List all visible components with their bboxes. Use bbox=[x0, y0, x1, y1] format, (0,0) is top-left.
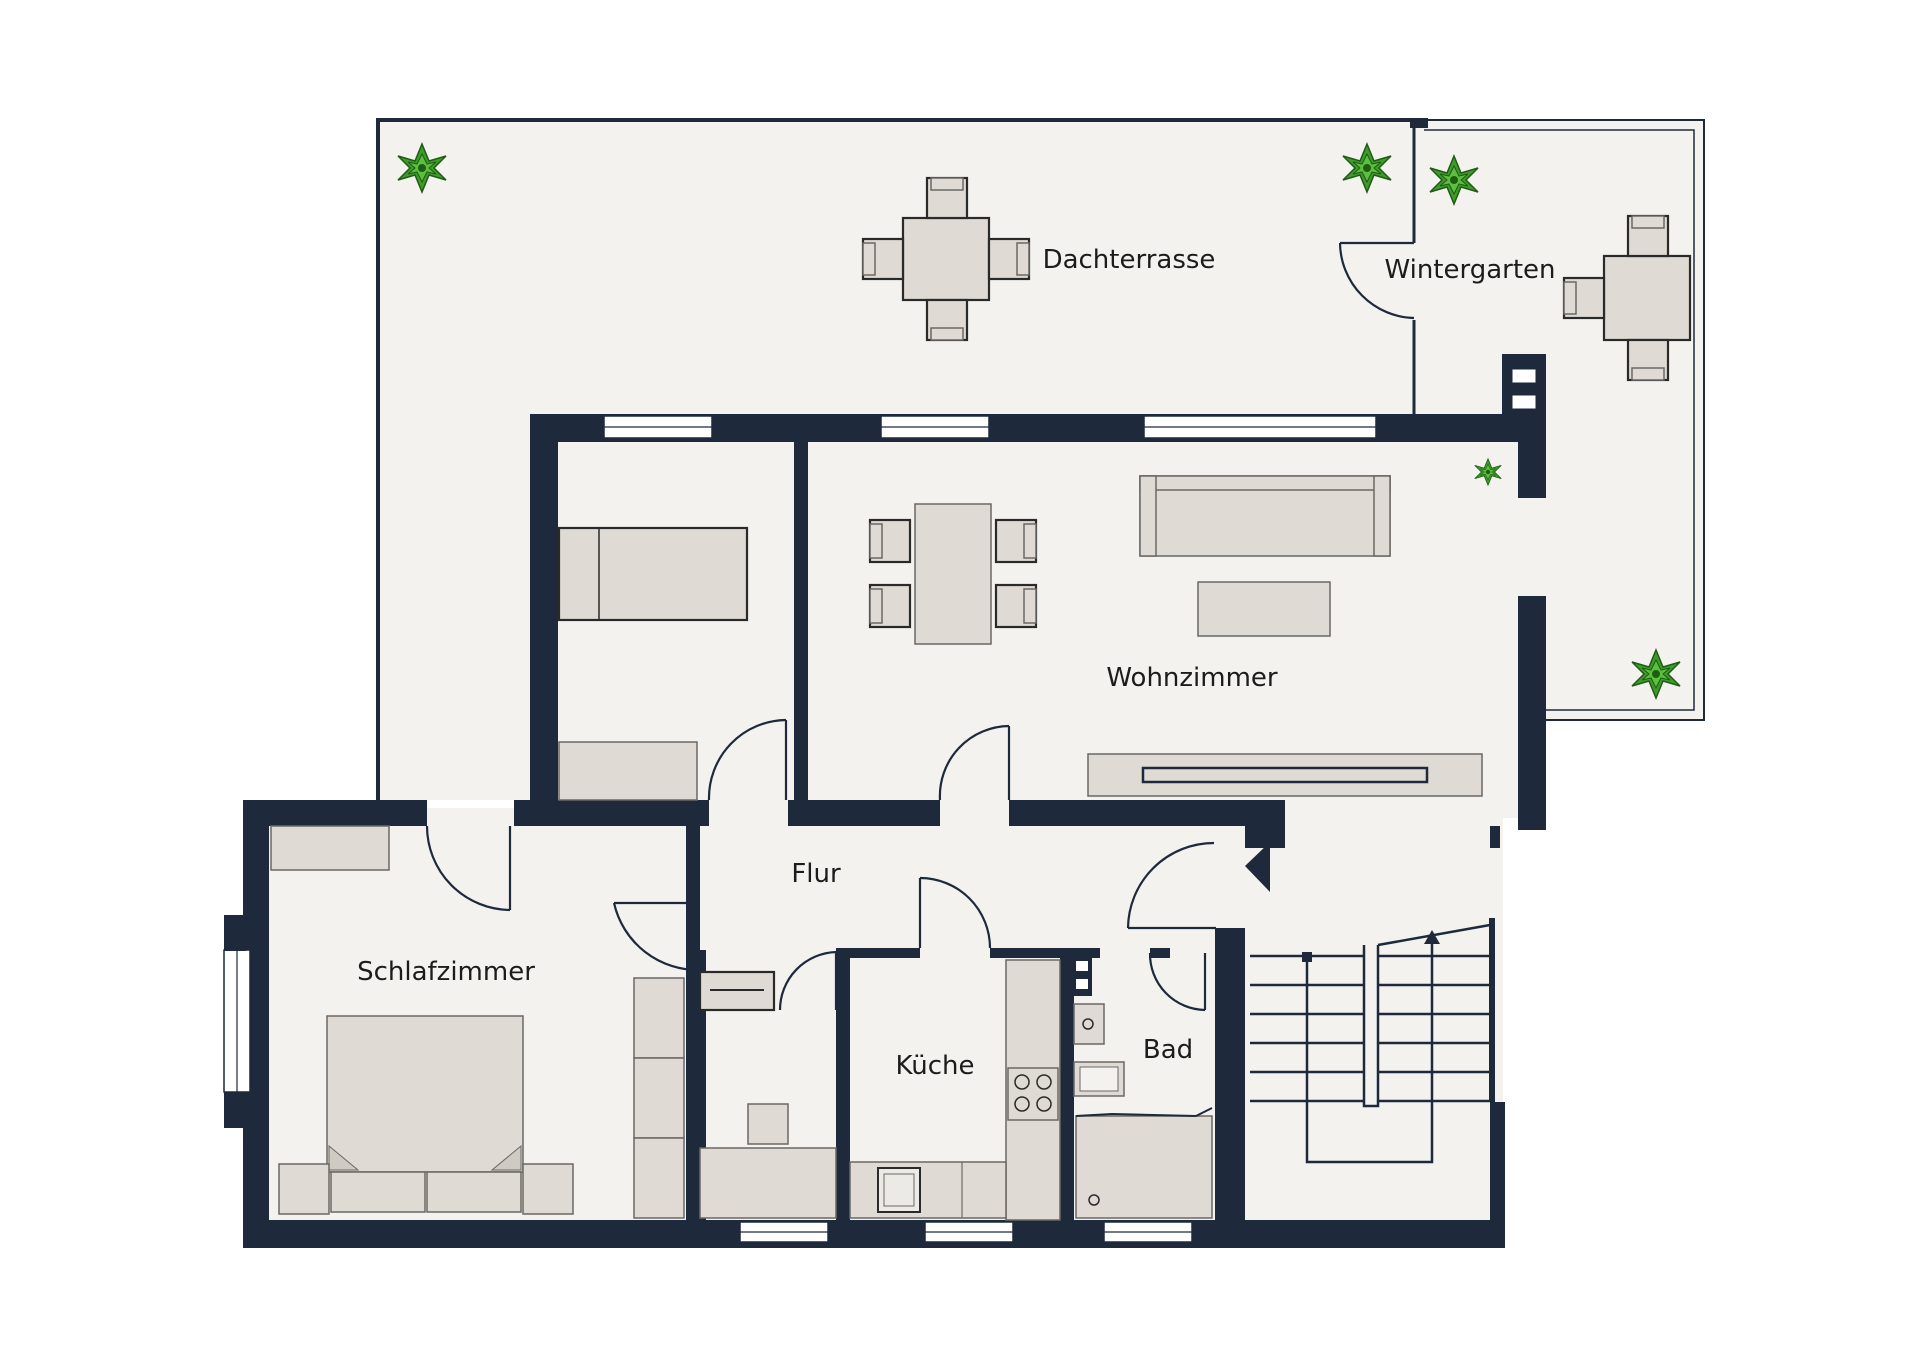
door-schlafzimmer bbox=[425, 825, 512, 912]
office-furniture bbox=[698, 970, 837, 1219]
door-terrace-wintergarten bbox=[1338, 241, 1415, 320]
room-label-wintergarten: Wintergarten bbox=[1384, 255, 1555, 285]
window-top-1 bbox=[603, 415, 713, 439]
window-bottom-3 bbox=[1103, 1221, 1193, 1243]
room-label-dachterrasse: Dachterrasse bbox=[1043, 245, 1216, 275]
door-abstellraum bbox=[778, 950, 838, 1011]
kitchen-furniture bbox=[849, 959, 1061, 1221]
stair-direction-icon bbox=[1424, 930, 1440, 944]
door-kinderzimmer bbox=[707, 718, 788, 801]
kinderzimmer-furniture bbox=[557, 526, 749, 801]
room-labels: Dachterrasse Wintergarten Wohnzimmer Flu… bbox=[357, 245, 1555, 1081]
bathroom-furniture bbox=[1073, 1003, 1213, 1219]
schlafzimmer-furniture bbox=[270, 825, 685, 1219]
door-entrance bbox=[1126, 841, 1216, 930]
door-wohnzimmer bbox=[938, 724, 1011, 801]
door-kueche bbox=[918, 876, 992, 949]
room-label-kueche: Küche bbox=[895, 1051, 974, 1081]
wintergarten-dining-set bbox=[1562, 214, 1692, 382]
room-label-bad: Bad bbox=[1143, 1035, 1193, 1065]
door-bad bbox=[1148, 952, 1207, 1012]
terrace-dining-set bbox=[861, 176, 1031, 342]
doors bbox=[425, 241, 1415, 1012]
room-label-schlafzimmer: Schlafzimmer bbox=[357, 957, 535, 987]
window-left bbox=[223, 915, 251, 1128]
window-bottom-1 bbox=[739, 1221, 829, 1243]
window-top-2 bbox=[880, 415, 990, 439]
stairwell bbox=[1250, 923, 1491, 1164]
window-bottom-2 bbox=[924, 1221, 1014, 1243]
windows bbox=[223, 415, 1377, 1243]
door-flur-left bbox=[612, 901, 701, 972]
wohnzimmer-furniture bbox=[868, 475, 1483, 797]
room-label-wohnzimmer: Wohnzimmer bbox=[1106, 663, 1278, 693]
entrance-arrow-icon bbox=[1245, 842, 1270, 892]
room-label-flur: Flur bbox=[791, 859, 841, 889]
window-top-3 bbox=[1143, 415, 1377, 439]
